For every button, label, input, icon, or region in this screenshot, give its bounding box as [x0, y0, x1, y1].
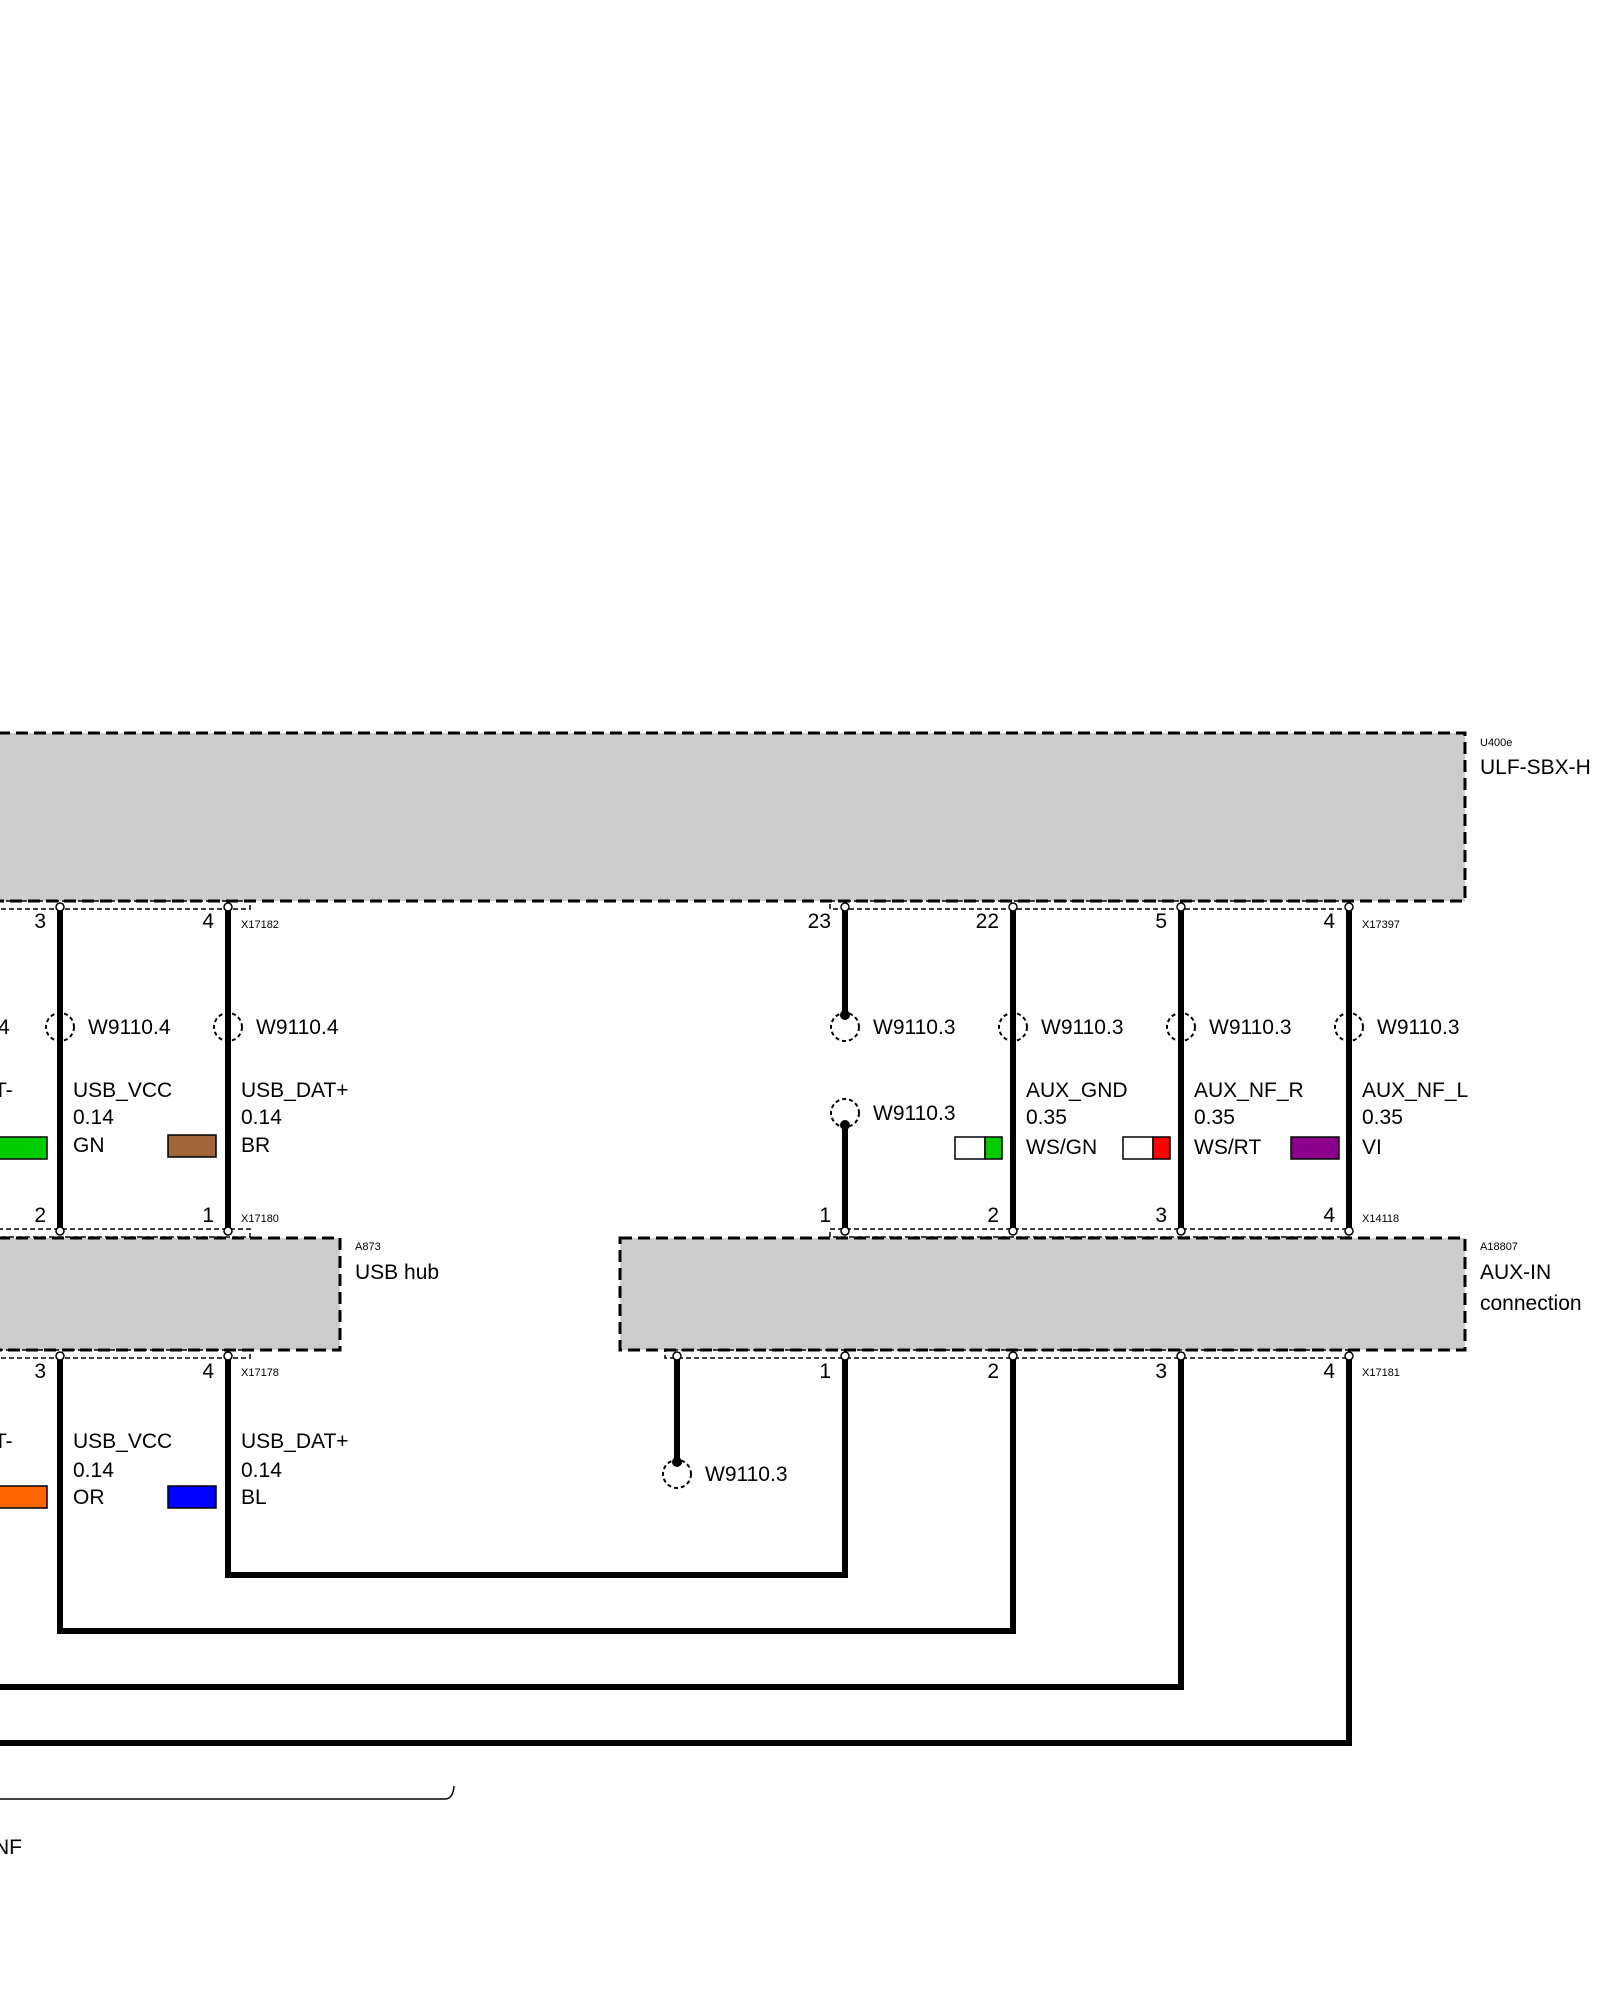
swatch-aux-nf-r — [1122, 1136, 1171, 1160]
pin-number: 22 — [976, 910, 999, 933]
swatch-aux-gnd — [954, 1136, 1003, 1160]
component-u400e[interactable] — [0, 731, 1467, 903]
connector-label-x17397: X17397 — [1362, 919, 1400, 931]
wire-signal: USB_VCC — [73, 1430, 172, 1453]
wire-gauge: 0.14 — [73, 1459, 114, 1482]
shield-labels: 4 W9110.4 W9110.4 W9110.3 W9110.3 W9110.… — [0, 1016, 1460, 1486]
wire-gauge: 0.14 — [73, 1106, 114, 1129]
shield-label: W9110.3 — [1041, 1016, 1124, 1039]
wire-signal: USB_VCC — [73, 1079, 172, 1102]
shield-symbols — [45, 1010, 1364, 1489]
swatch-aux-nf-l — [1290, 1136, 1340, 1160]
shield-label: W9110.3 — [873, 1102, 956, 1125]
wire-gauge: 0.35 — [1362, 1106, 1403, 1129]
wire-color-code: WS/RT — [1194, 1136, 1261, 1159]
wire-signal: AUX_GND — [1026, 1079, 1128, 1102]
connector-strip-x14118 — [829, 1228, 1351, 1238]
wire-signal: AUX_NF_R — [1194, 1079, 1304, 1102]
connector-label-x14118: X14118 — [1362, 1213, 1399, 1225]
wire-color-code: WS/GN — [1026, 1136, 1097, 1159]
pin-number: 1 — [202, 1204, 214, 1227]
connector-label-x17181: X17181 — [1362, 1367, 1400, 1379]
wire-color-code: BL — [241, 1486, 267, 1509]
component-a18807[interactable] — [618, 1236, 1467, 1352]
pin-number: 4 — [1323, 1360, 1335, 1383]
bracket-line — [0, 1785, 455, 1800]
pin-number: 23 — [808, 910, 831, 933]
wire-loop-pin4[interactable] — [0, 1356, 1352, 1746]
pin-number: 4 — [202, 910, 214, 933]
wire-gauge: 0.14 — [241, 1459, 282, 1482]
upper-wire-labels: T- USB_VCC 0.14 GN USB_DAT+ 0.14 BR AUX_… — [0, 1079, 1468, 1159]
shield-label: W9110.4 — [88, 1016, 171, 1039]
swatch-left-partial-upper — [0, 1136, 48, 1160]
component-code-a18807: A18807 — [1480, 1241, 1518, 1253]
wire-usb-dat-plus-lower[interactable] — [225, 1356, 848, 1578]
component-a873[interactable] — [0, 1236, 342, 1352]
wire-gauge: 0.35 — [1194, 1106, 1235, 1129]
component-code-u400e: U400e — [1480, 737, 1512, 749]
wire-gauge: 0.14 — [241, 1106, 282, 1129]
wire-usb-vcc-lower[interactable] — [57, 1356, 1016, 1634]
upper-wires — [57, 907, 1352, 1231]
wire-loop-pin3[interactable] — [0, 1356, 1184, 1690]
shield-label-partial: 4 — [0, 1016, 10, 1039]
wire-color-code: GN — [73, 1134, 105, 1157]
wire-color-code: BR — [241, 1134, 270, 1157]
connector-strip-x17180 — [0, 1228, 251, 1238]
connector-label-x17178: X17178 — [241, 1367, 279, 1379]
component-name-a18807-line2: connection — [1480, 1292, 1582, 1315]
shield-label: W9110.4 — [256, 1016, 339, 1039]
pin-number: 2 — [987, 1360, 999, 1383]
shield-label: W9110.3 — [705, 1463, 788, 1486]
pin-number: 3 — [34, 1360, 46, 1383]
component-name-a18807-line1: AUX-IN — [1480, 1261, 1551, 1284]
component-code-a873: A873 — [355, 1241, 381, 1253]
pin-numbers: 3 4 23 22 5 4 2 1 1 2 3 4 3 4 1 2 3 4 — [34, 910, 1335, 1383]
pin-number: 5 — [1155, 910, 1167, 933]
bottom-fragment-label: NF — [0, 1836, 22, 1859]
pin-number: 3 — [1155, 1360, 1167, 1383]
connector-strip-x17182 — [0, 900, 251, 910]
swatch-left-partial-lower — [0, 1485, 48, 1509]
wire-gauge: 0.35 — [1026, 1106, 1067, 1129]
component-name-a873: USB hub — [355, 1261, 439, 1284]
wire-color-code: VI — [1362, 1136, 1382, 1159]
lower-wire-labels: T- USB_VCC 0.14 OR USB_DAT+ 0.14 BL — [0, 1430, 349, 1509]
connector-strip-x17178 — [0, 1349, 251, 1359]
pin-markers — [55, 902, 1354, 1361]
shield-label: W9110.3 — [1377, 1016, 1460, 1039]
lower-wires — [0, 1356, 1352, 1746]
pin-number: 2 — [987, 1204, 999, 1227]
wire-signal-partial: T- — [0, 1430, 13, 1453]
shield-label: W9110.3 — [873, 1016, 956, 1039]
wire-signal-partial: T- — [0, 1079, 13, 1102]
pin-number: 4 — [1323, 910, 1335, 933]
component-name-u400e: ULF-SBX-H — [1480, 756, 1591, 779]
wire-signal: USB_DAT+ — [241, 1079, 349, 1102]
connector-label-x17182: X17182 — [241, 919, 279, 931]
pin-number: 1 — [819, 1360, 831, 1383]
pin-number: 3 — [34, 910, 46, 933]
wire-color-code: OR — [73, 1486, 105, 1509]
wire-signal: USB_DAT+ — [241, 1430, 349, 1453]
pin-number: 3 — [1155, 1204, 1167, 1227]
pin-number: 1 — [819, 1204, 831, 1227]
swatch-usb-dat-plus-lower — [167, 1485, 217, 1509]
connector-label-x17180: X17180 — [241, 1213, 279, 1225]
shield-label: W9110.3 — [1209, 1016, 1292, 1039]
pin-number: 4 — [202, 1360, 214, 1383]
pin-number: 4 — [1323, 1204, 1335, 1227]
pin-number: 2 — [34, 1204, 46, 1227]
color-swatches — [0, 1134, 1340, 1509]
swatch-usb-vcc-upper — [167, 1134, 217, 1158]
wire-signal: AUX_NF_L — [1362, 1079, 1468, 1102]
